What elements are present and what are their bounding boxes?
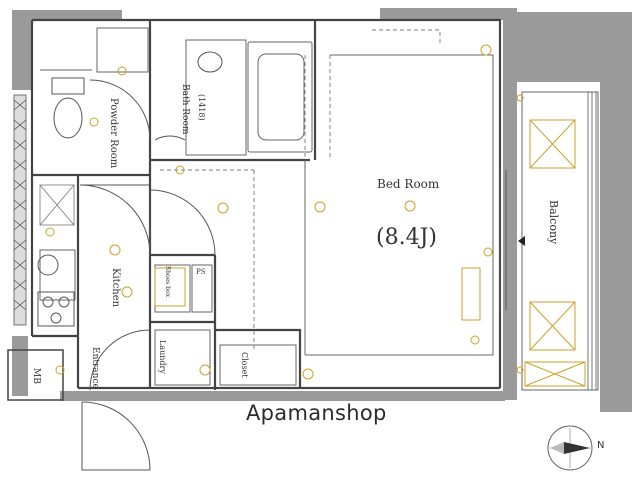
compass-north-label: N <box>597 440 605 451</box>
arrow-marker <box>518 236 525 246</box>
exterior-walls <box>12 8 632 412</box>
watermark-text: Apamanshop <box>246 401 387 425</box>
fixtures <box>37 51 481 327</box>
mb-label: MB <box>31 368 41 384</box>
shoes-box-label: Shoes box <box>164 266 171 297</box>
closet-label: Closet <box>240 352 249 378</box>
bedroom-label: Bed Room <box>377 177 440 191</box>
balcony-rail <box>587 92 597 390</box>
balcony-label: Balcony <box>547 200 560 245</box>
hatched-wall <box>13 94 27 326</box>
bathroom-size-label: (1418) <box>197 94 206 121</box>
powder-room-label: Powder Room <box>108 98 119 169</box>
outlet-marks <box>45 44 524 380</box>
entrance-label: Entrance <box>90 347 100 389</box>
laundry-label: Laundry <box>158 340 167 374</box>
compass-icon <box>547 425 593 471</box>
bedroom-size-label: (8.4J) <box>376 225 437 250</box>
interior-walls <box>30 18 502 390</box>
door-swings <box>79 79 507 471</box>
mb-box <box>7 349 64 401</box>
ps-label: PS <box>196 268 206 276</box>
bathroom-label: Bath Room <box>180 84 190 135</box>
balcony-units <box>524 119 586 387</box>
kitchen-label: Kitchen <box>110 268 121 308</box>
inner-lines <box>39 27 599 391</box>
kitchen-duct <box>39 184 75 226</box>
